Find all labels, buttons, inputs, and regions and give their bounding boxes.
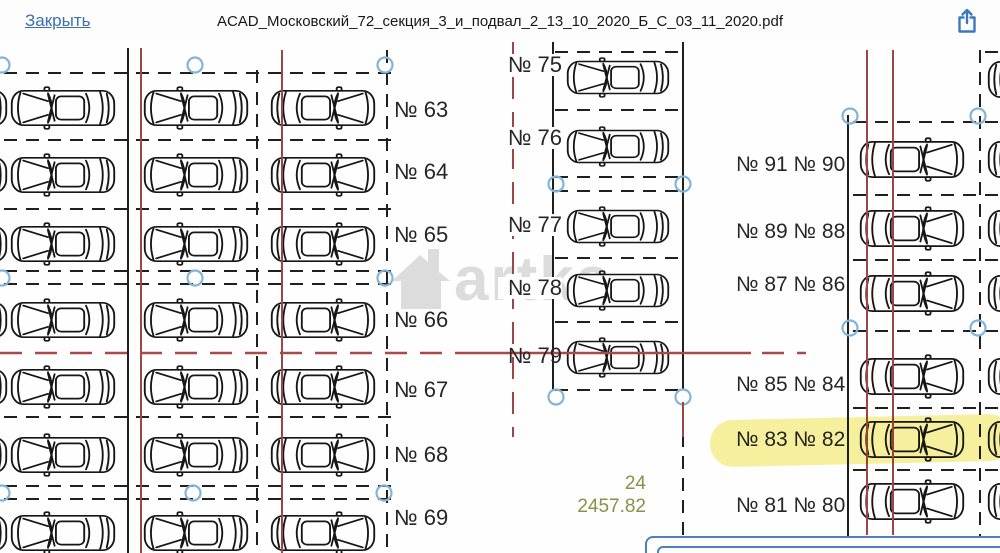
space-label-77: № 77 (498, 214, 562, 236)
annotation-count: 24 (624, 473, 646, 494)
space-label-79: № 79 (507, 343, 562, 368)
car-icon (272, 366, 374, 408)
car-icon (0, 154, 6, 196)
car-icon (0, 223, 6, 265)
car-icon (12, 154, 114, 196)
car-icon (568, 338, 669, 377)
car-icon (145, 87, 247, 129)
space-label-81-80: № 81 № 80 (736, 494, 846, 517)
car-icon (12, 299, 114, 341)
car-icon (272, 223, 374, 265)
space-label-78: № 78 (498, 277, 562, 299)
car-icon (272, 512, 374, 553)
space-label-75: № 75 (498, 54, 562, 76)
car-icon (12, 87, 114, 129)
share-icon (958, 8, 976, 33)
space-label-76: № 76 (498, 127, 562, 149)
space-label-68: № 68 (394, 442, 449, 467)
car-icon (12, 512, 114, 553)
space-label-85-84: № 85 № 84 (736, 373, 846, 396)
space-label-87-86: № 87 № 86 (736, 273, 846, 296)
car-icon (989, 355, 1000, 398)
car-icon (989, 58, 1000, 101)
highlight-marker (709, 413, 1000, 468)
car-icon (568, 58, 669, 97)
selection-frame-outer (645, 536, 1000, 553)
car-icon (0, 512, 6, 553)
car-icon (145, 434, 247, 476)
car-icon (272, 154, 374, 196)
car-icon (145, 512, 247, 553)
share-button[interactable] (954, 8, 980, 35)
car-icon (12, 223, 114, 265)
car-icon (145, 154, 247, 196)
car-icon (861, 480, 963, 523)
space-label-65: № 65 (394, 222, 449, 247)
car-icon (989, 272, 1000, 315)
space-label-67: № 67 (394, 377, 449, 402)
space-label-89-88: № 89 № 88 (736, 220, 846, 243)
space-label-91-90: № 91 № 90 (736, 153, 846, 176)
space-label-63: № 63 (394, 97, 449, 122)
car-icon (568, 271, 669, 310)
car-icon (861, 207, 963, 250)
car-icon (0, 87, 6, 129)
car-icon (861, 355, 963, 398)
document-title: ACAD_Московский_72_секция_3_и_подвал_2_1… (216, 13, 784, 30)
car-icon (989, 138, 1000, 181)
car-icon (272, 299, 374, 341)
car-icon (12, 366, 114, 408)
car-icon (568, 207, 669, 246)
close-button[interactable]: Закрыть (25, 11, 91, 30)
grid-marker-circles (0, 56, 987, 502)
toolbar: Закрыть ACAD_Московский_72_секция_3_и_по… (0, 0, 1000, 40)
car-icon (861, 138, 963, 181)
car-icon (145, 366, 247, 408)
car-icon (0, 366, 6, 408)
car-icon (0, 299, 6, 341)
space-label-69: № 69 (394, 505, 449, 530)
car-icon (145, 299, 247, 341)
selection-frame-inner (657, 546, 1000, 553)
car-icon (145, 223, 247, 265)
car-icon (0, 434, 6, 476)
car-icon (272, 87, 374, 129)
space-label-66: № 66 (394, 307, 449, 332)
watermark-house-icon (392, 249, 450, 309)
car-icon (12, 434, 114, 476)
space-label-64: № 64 (394, 159, 449, 184)
car-icon (861, 272, 963, 315)
grid-lines-red (0, 42, 894, 553)
car-icon (568, 127, 669, 166)
car-icon (989, 207, 1000, 250)
annotation-area: 2457.82 (577, 496, 646, 517)
car-icon (272, 434, 374, 476)
car-icon (989, 480, 1000, 523)
